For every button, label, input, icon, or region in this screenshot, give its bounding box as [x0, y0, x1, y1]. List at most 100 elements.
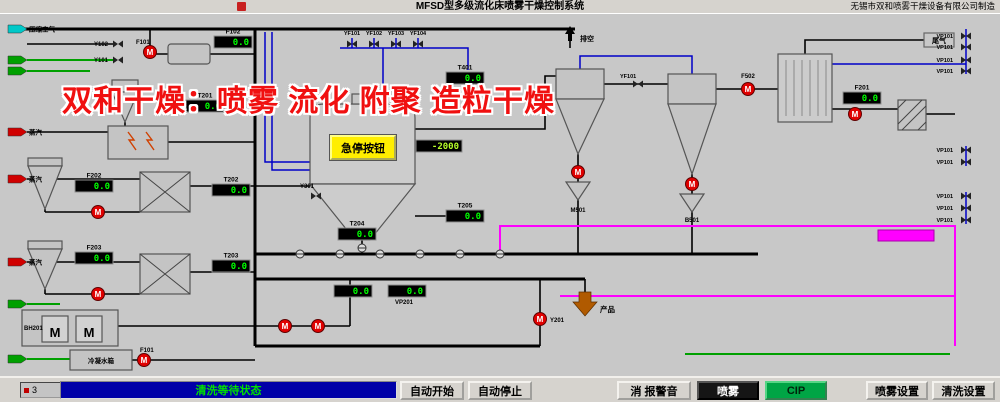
manufacturer-label: 无锡市双和喷雾干燥设备有限公司制造 [850, 1, 995, 11]
page-number: 3 [32, 385, 38, 395]
status-bar: 清洗等待状态 [60, 381, 397, 399]
valve-icon[interactable] [961, 146, 971, 154]
cip-mode-button[interactable]: CIP [765, 381, 827, 400]
svg-text:M: M [575, 168, 582, 177]
valve-icon[interactable] [391, 40, 401, 48]
flange-valve-icon[interactable] [495, 249, 505, 259]
motor-icon[interactable]: M [91, 287, 105, 301]
valve-icon[interactable] [961, 56, 971, 64]
flow-arrow-label: 蒸汽 [29, 175, 43, 184]
diagram-label: 排空 [580, 34, 594, 43]
motor-icon[interactable]: M [571, 165, 585, 179]
motor-icon[interactable]: M [137, 353, 151, 367]
valve-icon[interactable] [961, 192, 971, 200]
cyclone-2-hopper [678, 193, 706, 214]
display-label: T201 [198, 93, 213, 100]
flow-arrow: 蒸汽 [7, 258, 43, 267]
valve-icon[interactable] [961, 67, 971, 75]
motor-icon[interactable]: M [533, 312, 547, 326]
display-label: F102 [226, 29, 241, 36]
diagram-label: 冷凝水箱 [88, 356, 115, 365]
flow-arrow [7, 354, 28, 364]
flange-valve-icon[interactable] [455, 249, 465, 259]
valve-icon[interactable] [311, 192, 321, 200]
scrubber-tower [777, 53, 833, 123]
diagram-label: YF103 [388, 31, 404, 37]
diagram-label: B501 [685, 218, 700, 224]
display-value: 0.0 [205, 102, 221, 112]
valve-icon[interactable] [961, 43, 971, 51]
flange-valve-icon[interactable] [375, 249, 385, 259]
recycle-tag [877, 229, 935, 242]
diagram-label: VP101 [936, 194, 953, 200]
bottom-toolbar: 3 清洗等待状态 自动开始 自动停止 消 报警音 喷雾 CIP 喷雾设置 清洗设… [0, 376, 1000, 402]
spray-mode-button[interactable]: 喷雾 [697, 381, 759, 400]
valve-icon[interactable] [961, 32, 971, 40]
svg-text:M: M [745, 85, 752, 94]
page-indicator: 3 [20, 382, 61, 398]
motor-icon[interactable]: M [685, 177, 699, 191]
display-readout: 0.0 [387, 284, 427, 298]
valve-icon[interactable] [961, 158, 971, 166]
diagram-label: M501 [570, 208, 586, 214]
flow-arrow-label: 压缩空气 [29, 25, 56, 34]
flange-valve-icon[interactable] [335, 249, 345, 259]
flow-arrow: 蒸汽 [7, 175, 43, 184]
valve-icon[interactable] [369, 40, 379, 48]
svg-text:M: M [95, 290, 102, 299]
diagram-label: F101 [140, 348, 154, 354]
diagram-label: Y301 [300, 184, 315, 190]
flange-valve-icon[interactable] [415, 249, 425, 259]
flow-arrow [7, 299, 28, 309]
flow-arrow: 压缩空气 [7, 25, 56, 34]
diagram-label: VP101 [936, 218, 953, 224]
auto-start-button[interactable]: 自动开始 [400, 381, 464, 400]
svg-text:M: M [537, 315, 544, 324]
diagram-label: VP101 [936, 148, 953, 154]
motor-icon[interactable]: M [311, 319, 325, 333]
flow-arrow-label: 蒸汽 [29, 258, 43, 267]
motor-icon[interactable]: M [91, 205, 105, 219]
svg-text:M: M [852, 110, 859, 119]
motor-icon[interactable]: M [848, 107, 862, 121]
spray-settings-button[interactable]: 喷雾设置 [866, 381, 928, 400]
flow-arrow [7, 55, 28, 65]
diagram-label: 尾气 [931, 36, 946, 45]
valve-icon[interactable] [347, 40, 357, 48]
valve-icon[interactable] [961, 216, 971, 224]
flange-valve-icon[interactable] [357, 243, 367, 253]
display-label: T202 [224, 177, 239, 184]
display-label: T205 [458, 203, 473, 210]
svg-text:M: M [141, 356, 148, 365]
display-value: -2000 [432, 142, 459, 152]
blower-F102 [167, 43, 211, 65]
vent-arrow [565, 26, 575, 41]
motor-icon[interactable]: M [278, 319, 292, 333]
diagram-label: VP101 [936, 45, 953, 51]
valve-icon[interactable] [113, 40, 123, 48]
feed-hopper-2 [27, 240, 63, 250]
cyclone-1 [555, 68, 605, 100]
svg-text:M: M [147, 48, 154, 57]
emergency-stop-button[interactable]: 急停按钮 [329, 134, 397, 161]
valve-icon[interactable] [413, 40, 423, 48]
auto-stop-button[interactable]: 自动停止 [468, 381, 532, 400]
motor-icon[interactable]: M [143, 45, 157, 59]
motor-icon[interactable]: M [741, 82, 755, 96]
pipes-green [27, 59, 950, 360]
clean-settings-button[interactable]: 清洗设置 [932, 381, 995, 400]
watermark-text: 双和干燥：喷雾 流化 附聚 造粒干燥 [62, 85, 556, 118]
valve-icon[interactable] [633, 80, 643, 88]
diagram-label: Y102 [94, 42, 109, 48]
mute-alarm-button[interactable]: 消 报警音 [617, 381, 691, 400]
flange-valve-icon[interactable] [295, 249, 305, 259]
valve-icon[interactable] [961, 204, 971, 212]
valve-icon[interactable] [113, 56, 123, 64]
svg-text:M: M [689, 180, 696, 189]
